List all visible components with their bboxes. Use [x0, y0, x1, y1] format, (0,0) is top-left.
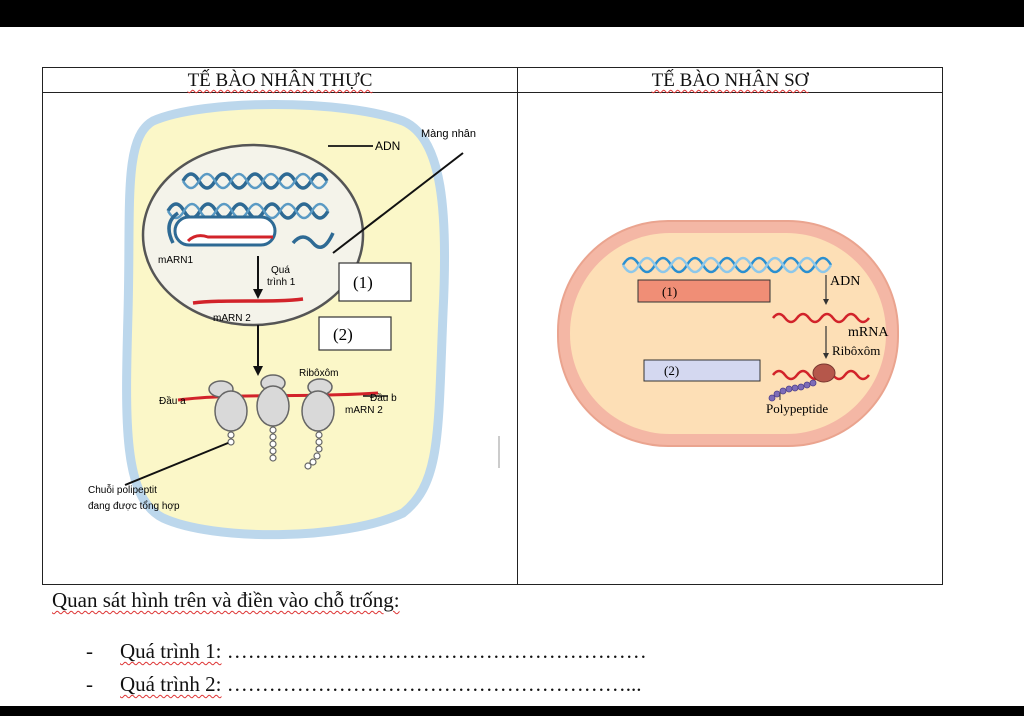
eukaryote-box-1-text: (1) — [353, 273, 373, 292]
eukaryote-diagram: ADN Màng nhân mARN1 Quá trình 1 mARN 2 (… — [88, 100, 500, 540]
dau-b-sub-label: mARN 2 — [345, 405, 383, 416]
bottom-black-bar — [0, 706, 1024, 716]
comparison-table: TẾ BÀO NHÂN THỰC TẾ BÀO NHÂN SƠ ADN Màng… — [42, 67, 943, 585]
eukaryote-box-2-text: (2) — [333, 325, 353, 344]
prokaryote-polypeptide-label: Polypeptide — [766, 401, 828, 416]
eukaryote-box-2 — [318, 316, 392, 351]
prokaryote-mrna-strand — [772, 312, 870, 324]
ribosome-label: Ribôxôm — [299, 368, 338, 379]
prokaryote-adn-label: ADN — [830, 274, 860, 289]
prokaryote-box-2 — [643, 359, 761, 382]
prokaryote-polypeptide — [768, 379, 817, 402]
prokaryote-ribosome-label: Ribôxôm — [832, 343, 880, 358]
marn2-label: mARN 2 — [213, 313, 251, 324]
blank-line-2: - Quá trình 2: …………………………………………………... — [86, 672, 641, 697]
chuoi-label-a: Chuỗi polipeptit — [88, 483, 157, 496]
qua-trinh-1-label-a: Quá — [271, 265, 290, 276]
bullet-2: - — [86, 672, 93, 696]
prokaryote-dna — [621, 256, 833, 274]
prokaryote-box-1 — [637, 279, 771, 303]
prokaryote-mrna-label: mRNA — [848, 325, 889, 340]
chuoi-pointer — [124, 442, 229, 486]
blank-dots-2[interactable]: …………………………………………………... — [226, 672, 642, 696]
adn-label: ADN — [375, 139, 400, 153]
prokaryote-box-2-text: (2) — [664, 363, 679, 378]
ribosome-group — [208, 374, 335, 432]
qua-trinh-1-label-b: trình 1 — [267, 277, 296, 288]
blank-line-1: - Quá trình 1: …………………………………………………… — [86, 639, 647, 664]
polypeptide-beads — [227, 426, 323, 470]
eukaryote-box-1 — [338, 262, 412, 302]
mang-nhan-pointer — [332, 152, 464, 254]
blank-label-2: Quá trình 2: — [120, 672, 222, 696]
blank-dots-1[interactable]: …………………………………………………… — [226, 639, 647, 663]
mang-nhan-label: Màng nhân — [421, 128, 476, 140]
marn1-strand — [186, 234, 273, 243]
adn-coil — [166, 172, 335, 249]
prokaryote-ribosome — [812, 363, 836, 383]
prokaryote-box-1-text: (1) — [662, 284, 677, 299]
blank-label-1: Quá trình 1: — [120, 639, 222, 663]
dau-a-label: Đầu a — [159, 395, 186, 407]
prokaryote-diagram: ADN (1) mRNA Ribôxôm (2) Polypeptide — [557, 220, 899, 447]
column-separator — [517, 68, 518, 584]
header-eukaryote: TẾ BÀO NHÂN THỰC — [43, 68, 518, 93]
prokaryote-cell-inner — [570, 233, 886, 434]
instruction-text: Quan sát hình trên và điền vào chỗ trống… — [52, 588, 400, 612]
header-prokaryote: TẾ BÀO NHÂN SƠ — [518, 68, 942, 93]
bullet-1: - — [86, 639, 93, 663]
marn1-label: mARN1 — [158, 255, 193, 266]
marn2-strand — [192, 297, 304, 305]
top-black-bar — [0, 0, 1024, 27]
chuoi-label-b: đang được tổng hợp — [88, 500, 180, 512]
dau-b-label: Đầu b — [370, 392, 397, 404]
